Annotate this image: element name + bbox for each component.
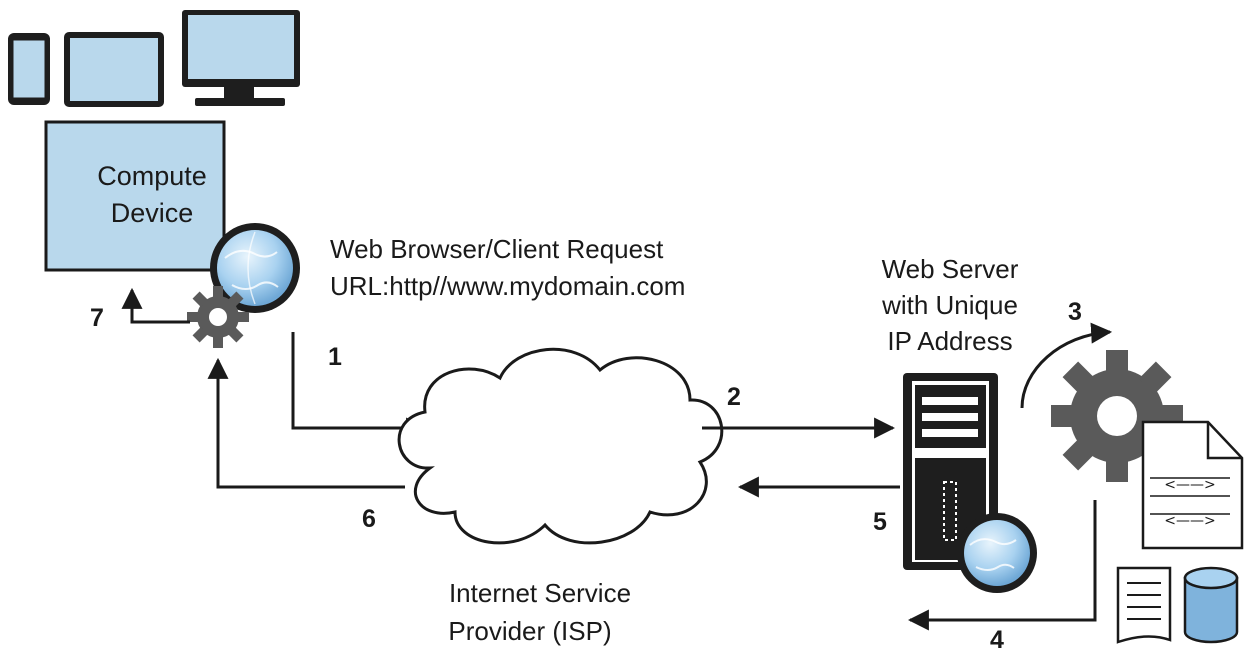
server-gear-icon [1051, 350, 1183, 482]
svg-text:<——>: <——> [1164, 513, 1215, 529]
list-document-icon [1116, 566, 1172, 644]
step-5-label: 5 [873, 508, 887, 536]
request-label-line2: URL:http//www.mydomain.com [330, 271, 685, 301]
server-label-line1: Web Server [882, 254, 1019, 284]
isp-label-line2: Provider (ISP) [448, 616, 611, 646]
compute-device-box [44, 120, 226, 272]
step-7-label: 7 [90, 304, 104, 332]
arrow-step-3 [1020, 322, 1113, 409]
monitor-icon [182, 10, 300, 106]
database-icon [1183, 566, 1239, 644]
cloud-icon [397, 347, 724, 545]
server-icon [903, 373, 998, 570]
isp-label-line1: Internet Service [449, 578, 631, 608]
step-4-label: 4 [990, 626, 1004, 651]
server-label-line2: with Unique [881, 290, 1018, 320]
gear-icon [187, 286, 249, 348]
request-label-line1: Web Browser/Client Request [330, 234, 664, 264]
step-3-label: 3 [1068, 298, 1082, 326]
compute-device-label-line2: Device [111, 198, 194, 228]
arrow-step-7 [121, 287, 190, 324]
server-label-line3: IP Address [887, 326, 1012, 356]
server-globe-icon [957, 513, 1037, 593]
compute-device-label-line1: Compute [97, 161, 207, 191]
step-6-label: 6 [362, 505, 376, 533]
step-2-label: 2 [727, 383, 741, 411]
arrow-step-1 [291, 332, 428, 439]
step-1-label: 1 [328, 343, 342, 371]
tablet-icon [64, 32, 164, 107]
document-icon: <——> <——> [1141, 420, 1244, 550]
globe-icon [210, 223, 300, 313]
svg-text:<——>: <——> [1164, 477, 1215, 493]
arrow-step-6 [207, 357, 405, 489]
phone-icon [8, 33, 50, 105]
arrow-step-4 [907, 500, 1097, 631]
